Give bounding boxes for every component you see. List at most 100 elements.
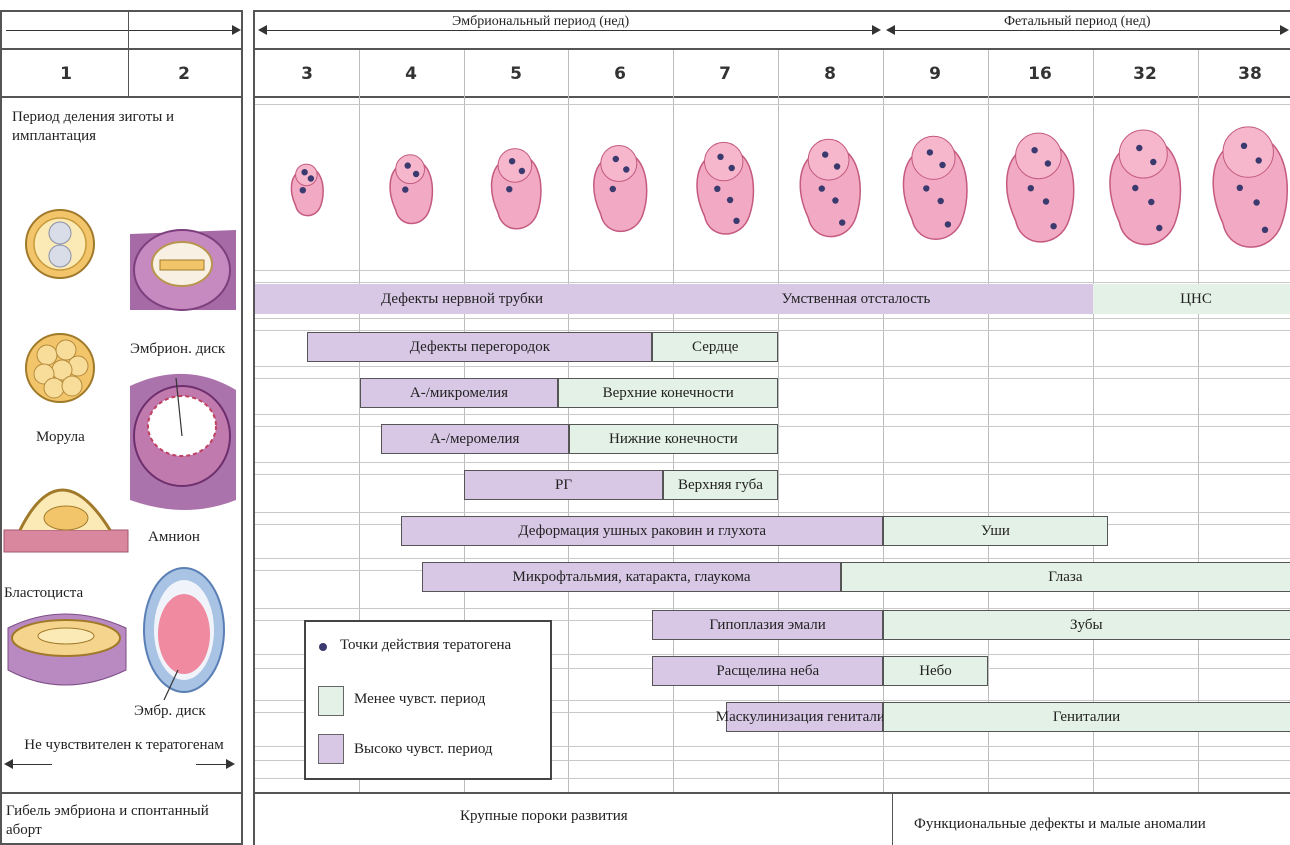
teratogen-dot	[509, 158, 515, 164]
week-38: 38	[1198, 52, 1290, 96]
embryonic-disc-illustration	[130, 374, 236, 510]
segment-label: А-/микромелия	[410, 378, 508, 408]
grid-hline	[255, 282, 1290, 283]
embryo-illustrations	[255, 100, 1290, 272]
teratogen-dot	[839, 219, 845, 225]
week-9: 9	[883, 52, 987, 96]
segment-label: Небо	[919, 656, 952, 686]
bottom-rule-left	[0, 792, 243, 794]
grid-hline	[255, 608, 1290, 609]
teratogen-dot	[834, 163, 840, 169]
week-6: 6	[568, 52, 672, 96]
teratogen-dot	[938, 198, 944, 204]
segment-label: Верхние конечности	[603, 378, 734, 408]
teratogen-dot	[819, 185, 825, 191]
weeks-rule-left	[0, 96, 243, 98]
embryo-week-3	[291, 164, 323, 216]
teratogen-dot	[1050, 223, 1056, 229]
legend-high-label: Высоко чувст. период	[354, 740, 493, 759]
amnion-label: Амнион	[148, 528, 200, 547]
fetal-arrow	[894, 30, 1280, 31]
teratogen-dot	[1043, 198, 1049, 204]
not-sensitive-arrow-right	[196, 764, 226, 765]
header-rule-main	[253, 48, 1290, 50]
week-2: 2	[132, 52, 236, 96]
teratogen-dot	[506, 186, 512, 192]
weeks-rule-main	[253, 96, 1290, 98]
teratogen-dot	[405, 162, 411, 168]
segment-label: Умственная отсталость	[782, 284, 931, 314]
teratogen-dot	[413, 171, 419, 177]
teratogen-dot	[1237, 185, 1243, 191]
teratogen-dot	[714, 186, 720, 192]
bottom-divider	[892, 792, 893, 845]
teratogen-dot	[623, 166, 629, 172]
not-sensitive-arrowhead-left	[4, 759, 13, 769]
bottom-left-text: Гибель эмбриона и спонтанный аборт	[6, 802, 236, 840]
teratogen-dot	[301, 169, 307, 175]
segment-label: Глаза	[1048, 562, 1082, 592]
teratogen-dot	[1148, 199, 1154, 205]
embryo-week-9	[903, 136, 967, 239]
segment-label: Гипоплазия эмали	[709, 610, 825, 640]
embryonic-arrow	[266, 30, 874, 31]
teratogen-dot	[923, 185, 929, 191]
teratogen-dot	[717, 154, 723, 160]
teratogen-dot	[1150, 159, 1156, 165]
embryo-week-5	[492, 149, 541, 229]
legend: Точки действия тератогена Менее чувст. п…	[304, 620, 552, 780]
grid-hline	[255, 330, 1290, 331]
teratogen-dot	[1156, 225, 1162, 231]
week-divider	[128, 12, 129, 98]
teratogen-dot	[1136, 145, 1142, 151]
legend-low-swatch	[318, 686, 344, 716]
grid-hline	[255, 462, 1290, 463]
teratogen-dot	[945, 221, 951, 227]
segment-label: Маскулинизация гениталий	[716, 702, 893, 732]
week-8: 8	[778, 52, 882, 96]
teratogen-dot	[1031, 147, 1037, 153]
segment-label: А-/меромелия	[430, 424, 519, 454]
segment-label: Гениталии	[1053, 702, 1120, 732]
grid-hline	[255, 512, 1290, 513]
segment-label: Дефекты перегородок	[410, 332, 550, 362]
fetal-arrowhead-right	[1280, 25, 1289, 35]
teratogen-dot	[927, 149, 933, 155]
grid-hline	[255, 414, 1290, 415]
left-header-arrowhead	[232, 25, 241, 35]
teratogen-dot	[1241, 143, 1247, 149]
morula-label: Морула	[36, 428, 85, 447]
embryonic-arrowhead-left	[258, 25, 267, 35]
segment-label: Микрофтальмия, катаракта, глаукома	[513, 562, 751, 592]
segment-label: Зубы	[1070, 610, 1103, 640]
teratogen-dot	[519, 168, 525, 174]
segment-label: Деформация ушных раковин и глухота	[518, 516, 766, 546]
legend-dot-label: Точки действия тератогена	[340, 636, 540, 655]
left-panel-illustrations	[0, 200, 243, 760]
week-3: 3	[255, 52, 359, 96]
embryo-week-6	[594, 146, 647, 232]
zygote-period-label: Период деления зиготы и имплантация	[12, 108, 182, 146]
teratogen-dot	[1132, 185, 1138, 191]
teratogen-dot	[727, 197, 733, 203]
grid-hline	[255, 558, 1290, 559]
week-1: 1	[14, 52, 118, 96]
teratogen-dot	[1253, 199, 1259, 205]
legend-low-label: Менее чувст. период	[354, 690, 485, 709]
segment-label: ЦНС	[1180, 284, 1212, 314]
segment-label: РГ	[555, 470, 572, 500]
segment-label: Расщелина неба	[716, 656, 819, 686]
zygote-illustration	[26, 210, 94, 278]
bottom-right-text: Функциональные дефекты и малые аномалии	[914, 816, 1206, 833]
blastocyst-label: Бластоциста	[4, 584, 83, 603]
teratogen-dot	[402, 186, 408, 192]
embryo-week-4	[390, 155, 432, 224]
teratogen-dot	[308, 175, 314, 181]
week-5: 5	[464, 52, 568, 96]
blastocyst-illustration	[4, 490, 128, 552]
teratogen-dot	[832, 197, 838, 203]
fetal-arrowhead-left	[886, 25, 895, 35]
week-4: 4	[359, 52, 463, 96]
segment-label: Нижние конечности	[609, 424, 738, 454]
